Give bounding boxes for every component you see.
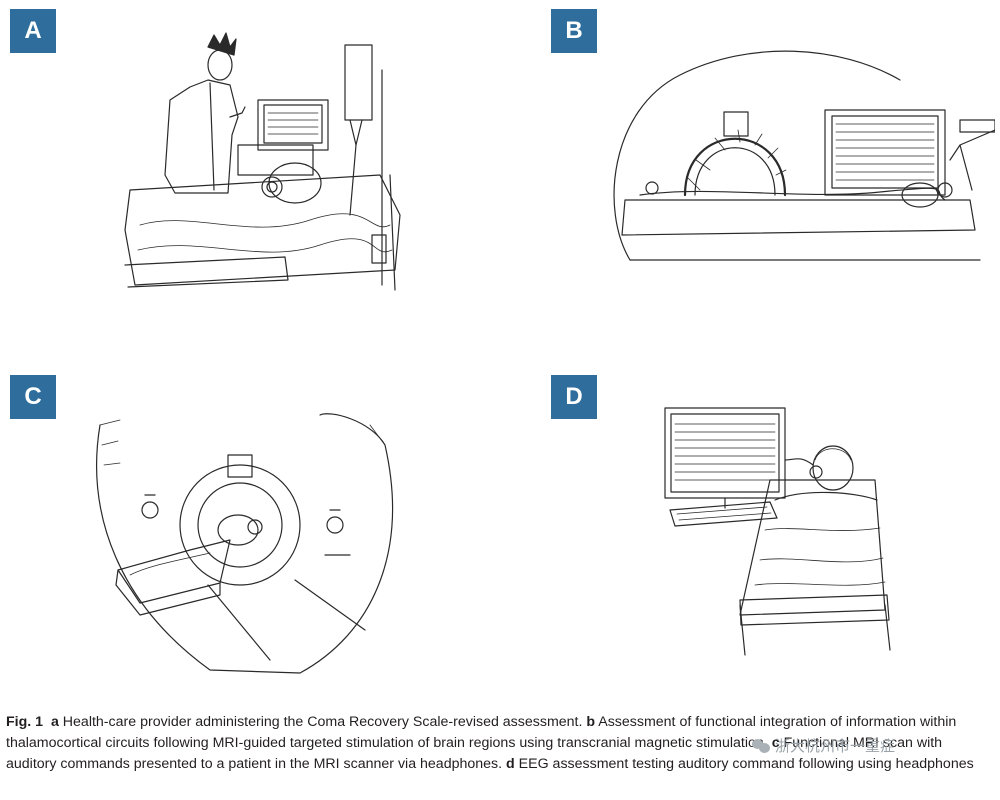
figure-caption: Fig. 1 a Health-care provider administer… [6, 712, 994, 775]
caption-part-b-letter: b [586, 714, 596, 730]
illustration-eeg-bed [655, 400, 900, 660]
caption-part-c-text: Functional MRI scan with auditory comman… [6, 735, 943, 772]
caption-part-d-letter: d [506, 756, 515, 772]
panel-label-d: D [551, 375, 597, 419]
panel-label-c: C [10, 375, 56, 419]
caption-part-a-letter: a [50, 714, 59, 730]
watermark-text: 浙大杭州市一重症 [775, 738, 896, 755]
wechat-icon [752, 738, 770, 754]
illustration-bedside-assessment [110, 25, 410, 295]
caption-part-a-text: Health-care provider administering the C… [62, 714, 583, 730]
illustration-fmri-scanner [90, 405, 420, 675]
caption-part-b-text: Assessment of functional integration of … [6, 714, 957, 751]
caption-part-c-letter: c [771, 735, 780, 751]
panel-label-a: A [10, 9, 56, 53]
illustration-tms-eeg [600, 50, 995, 265]
caption-part-d-text: EEG assessment testing auditory command … [518, 756, 974, 772]
figure-label: Fig. 1 [6, 714, 44, 730]
watermark: 浙大杭州市一重症 [752, 735, 895, 756]
panel-label-b: B [551, 9, 597, 53]
